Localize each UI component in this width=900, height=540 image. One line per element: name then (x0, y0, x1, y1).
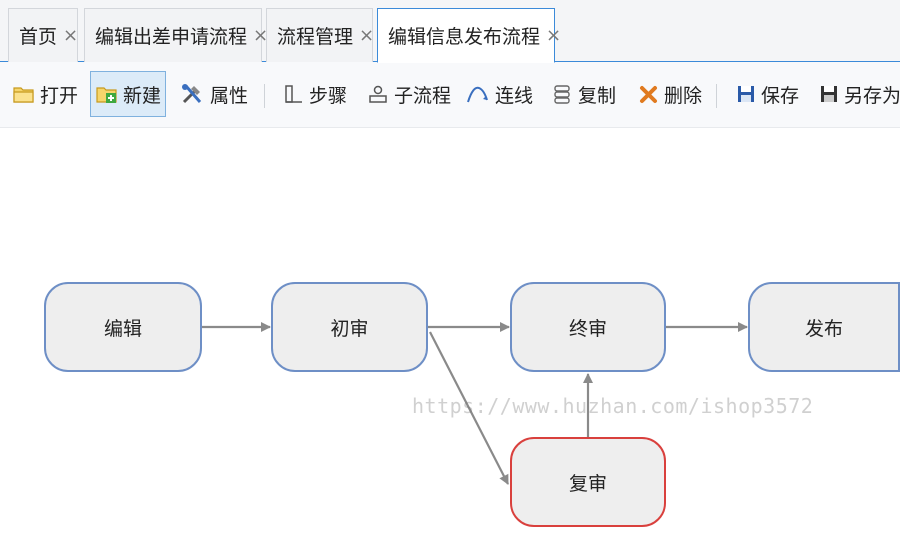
tab-edit-publish-flow[interactable]: 编辑信息发布流程 × (377, 8, 561, 63)
toolbar-divider (716, 84, 717, 108)
flow-node-publish[interactable]: 发布 (748, 282, 900, 372)
tab-bar: 首页 × 编辑出差申请流程 × 流程管理 × 编辑信息发布流程 × (0, 0, 900, 63)
subflow-label: 子流程 (394, 84, 452, 107)
node-label: 初审 (330, 317, 369, 340)
flow-node-final-review[interactable]: 终审 (510, 282, 666, 372)
tab-edit-travel-flow[interactable]: 编辑出差申请流程 × (84, 8, 268, 62)
save-button[interactable]: 保存 (735, 71, 799, 117)
copy-button[interactable]: 复制 (552, 71, 616, 117)
subflow-button[interactable]: 子流程 (366, 71, 451, 117)
toolbar: 打开 新建 属性 步骤 子流程 (0, 62, 900, 128)
flow-node-edit[interactable]: 编辑 (44, 282, 202, 372)
flow-node-re-review[interactable]: 复审 (510, 437, 666, 527)
flow-node-first-review[interactable]: 初审 (271, 282, 428, 372)
node-label: 复审 (568, 472, 607, 495)
watermark-text: https://www.huzhan.com/ishop3572 (412, 394, 814, 418)
properties-button[interactable]: 属性 (180, 71, 248, 117)
node-label: 终审 (568, 317, 607, 340)
delete-icon (640, 86, 657, 103)
new-button[interactable]: 新建 (90, 71, 167, 117)
folder-icon (13, 87, 34, 103)
step-label: 步骤 (309, 84, 348, 107)
close-icon[interactable]: × (359, 24, 375, 46)
subflow-icon (369, 85, 387, 103)
save-as-button[interactable]: 另存为 (818, 71, 900, 117)
delete-label: 删除 (664, 84, 703, 107)
node-label: 编辑 (103, 317, 142, 340)
save-label: 保存 (761, 84, 800, 107)
connect-label: 连线 (495, 84, 534, 107)
open-label: 打开 (40, 84, 79, 107)
copy-label: 复制 (578, 84, 617, 107)
save-as-icon (821, 86, 837, 102)
properties-label: 属性 (210, 84, 249, 107)
connect-button[interactable]: 连线 (465, 71, 533, 117)
step-button[interactable]: 步骤 (283, 71, 347, 117)
close-icon[interactable]: × (546, 24, 562, 46)
tab-label: 流程管理 (277, 26, 354, 48)
tab-flow-management[interactable]: 流程管理 × (266, 8, 375, 62)
tab-label: 编辑出差申请流程 (95, 26, 248, 48)
delete-button[interactable]: 删除 (638, 71, 702, 117)
tools-icon (182, 84, 202, 104)
tab-label: 首页 (19, 26, 58, 48)
step-icon (285, 85, 302, 103)
new-folder-icon (96, 87, 117, 103)
new-label: 新建 (123, 84, 162, 107)
save-as-label: 另存为 (844, 84, 900, 107)
connector-icon (467, 86, 488, 103)
floppy-disk-icon (738, 86, 754, 102)
copy-icon (554, 85, 570, 104)
close-icon[interactable]: × (253, 24, 269, 46)
toolbar-divider (264, 84, 265, 108)
node-label: 发布 (804, 317, 843, 340)
tab-label: 编辑信息发布流程 (388, 26, 541, 48)
open-button[interactable]: 打开 (12, 71, 78, 117)
tab-home[interactable]: 首页 × (8, 8, 78, 62)
close-icon[interactable]: × (63, 24, 79, 46)
